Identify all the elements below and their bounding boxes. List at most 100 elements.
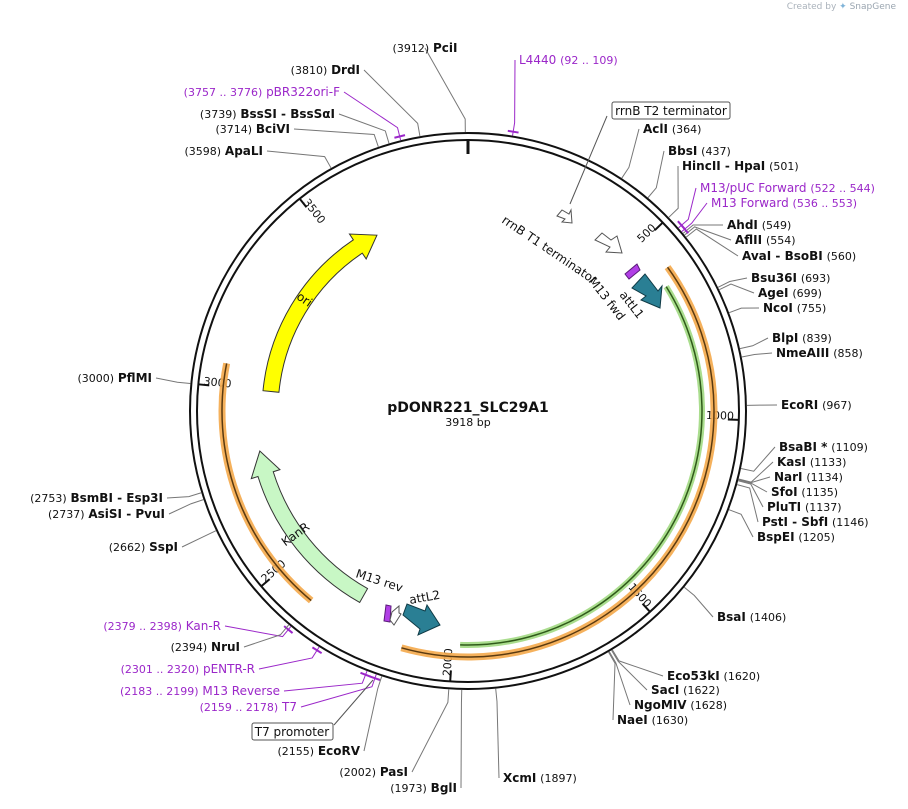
- site-pentr: (2301 .. 2320) pENTR-R: [121, 662, 255, 676]
- site-position-pcii: (3912): [393, 42, 430, 55]
- site-name-bsssi: BssSI - BssSαI: [240, 107, 335, 121]
- attl2-label: attL2: [408, 588, 441, 607]
- site-name-t7: T7: [281, 700, 297, 714]
- site-position-eco53ki: (1620): [724, 670, 761, 683]
- site-position-bspei: (1205): [798, 531, 835, 544]
- site-position-t7: (2159 .. 2178): [200, 701, 279, 714]
- leader-apali: [266, 150, 332, 169]
- site-position-drdi: (3810): [291, 64, 328, 77]
- site-position-bsssi: (3739): [200, 108, 237, 121]
- site-position-ngomiv: (1628): [690, 699, 727, 712]
- site-position-ncoi: (755): [797, 302, 827, 315]
- leader-xcmi: [495, 688, 500, 779]
- site-position-m13fwd: (536 .. 553): [793, 197, 858, 210]
- site-name-hincii: HincII - HpaI: [682, 159, 765, 173]
- orange-arc-left-core: [221, 363, 312, 602]
- site-position-nmeaiii: (858): [833, 347, 863, 360]
- leader-sspi: [181, 530, 217, 548]
- site-name-sfoi: SfoI: [771, 485, 798, 499]
- site-bsmbi: (2753) BsmBI - Esp3I: [30, 491, 163, 505]
- tick-2500: [260, 578, 271, 588]
- rrnb-t2-box: rrnB T2 terminator: [569, 101, 731, 205]
- site-name-pluti: PluTI: [767, 500, 801, 514]
- site-ngomiv: NgoMIV (1628): [634, 698, 727, 712]
- tick-1500: [641, 603, 651, 613]
- rrnb-t1-arrow: [594, 232, 623, 254]
- site-acli: AclI (364): [643, 122, 701, 136]
- leader-pcii: [424, 47, 466, 133]
- site-position-m13rev: (2183 .. 2199): [120, 685, 199, 698]
- site-position-acli: (364): [672, 123, 702, 136]
- site-eco53ki: Eco53kI (1620): [667, 669, 760, 683]
- site-drdi: (3810) DrdI: [291, 63, 360, 77]
- site-position-pbr322: (3757 .. 3776): [184, 86, 263, 99]
- site-aflii: AflII (554): [735, 233, 796, 247]
- t7-promoter-arrow: [389, 604, 402, 626]
- site-name-drdi: DrdI: [331, 63, 360, 77]
- leader-bsu36i: [717, 277, 748, 288]
- site-psti: PstI - SbfI (1146): [762, 515, 869, 529]
- leader-naei: [608, 651, 616, 721]
- leader-l4440: [512, 59, 516, 136]
- site-name-bsabi: BsaBI *: [779, 440, 828, 454]
- snapgene-logo-icon: ✦: [839, 2, 847, 12]
- m13-fwd-primer: [624, 263, 641, 280]
- tick-3500: [298, 198, 308, 208]
- site-frui: (2394) NruI: [171, 640, 240, 654]
- site-bsabi: BsaBI * (1109): [779, 440, 868, 454]
- tick-500: [654, 221, 664, 231]
- leader-t7: [300, 674, 377, 708]
- site-name-asisi: AsiSI - PvuI: [88, 507, 165, 521]
- site-name-ecori: EcoRI: [781, 398, 818, 412]
- leader-avai: [685, 228, 739, 257]
- site-name-saci: SacI: [651, 683, 679, 697]
- leader-asisi: [168, 499, 204, 515]
- site-m13puc: M13/pUC Forward (522 .. 544): [700, 181, 875, 195]
- site-kasi: KasI (1133): [777, 455, 846, 469]
- site-avai: AvaI - BsoBI (560): [742, 249, 856, 263]
- site-ncoi: NcoI (755): [763, 301, 826, 315]
- ori-arrow: [262, 233, 378, 393]
- site-name-bsai: BsaI: [717, 610, 746, 624]
- leader-bsssi: [338, 113, 390, 144]
- site-t7: (2159 .. 2178) T7: [200, 700, 297, 714]
- site-ecori: EcoRI (967): [781, 398, 852, 412]
- tick-label-2000: 2000: [441, 648, 456, 677]
- site-apali: (3598) ApaLI: [185, 144, 264, 158]
- leader-bsai: [683, 586, 714, 618]
- leader-hincii: [668, 165, 679, 218]
- site-pcii: (3912) PciI: [393, 41, 458, 55]
- t7-promoter-label: T7 promoter: [254, 725, 330, 739]
- leader-m13puc: [678, 187, 697, 229]
- site-pluti: PluTI (1137): [767, 500, 842, 514]
- site-position-pentr: (2301 .. 2320): [121, 663, 200, 676]
- site-position-agei: (699): [792, 287, 822, 300]
- site-blpi: BlpI (839): [772, 331, 832, 345]
- site-leader-lines: [155, 47, 778, 789]
- leader-bsmbi: [166, 492, 202, 499]
- leader-m13rev: [283, 670, 368, 692]
- site-name-pflmi: PflMI: [118, 371, 152, 385]
- tick-2000: [449, 670, 452, 682]
- site-position-bbsi: (437): [701, 145, 731, 158]
- attl2-arrow: [402, 603, 441, 636]
- created-by-text: Created by: [786, 2, 837, 12]
- site-position-hincii: (501): [769, 160, 799, 173]
- site-position-sfoi: (1135): [801, 486, 838, 499]
- rrnb-t1-label: rrnB T1 terminator: [499, 213, 599, 287]
- leader-bbsi: [647, 150, 665, 199]
- site-position-pflmi: (3000): [77, 372, 114, 385]
- site-position-apali: (3598): [185, 145, 222, 158]
- plasmid-size: 3918 bp: [445, 416, 490, 429]
- site-naei: NaeI (1630): [617, 713, 688, 727]
- leader-kanr_p: [224, 625, 292, 638]
- site-position-l4440: (92 .. 109): [560, 54, 618, 67]
- leader-ngomiv: [608, 651, 631, 706]
- site-position-bsai: (1406): [750, 611, 787, 624]
- leader-psti: [736, 484, 759, 523]
- site-position-ecorv: (2155): [278, 745, 315, 758]
- leader-drdi: [363, 69, 421, 137]
- site-bsssi: (3739) BssSI - BssSαI: [200, 107, 335, 121]
- leader-bsabi: [740, 446, 776, 472]
